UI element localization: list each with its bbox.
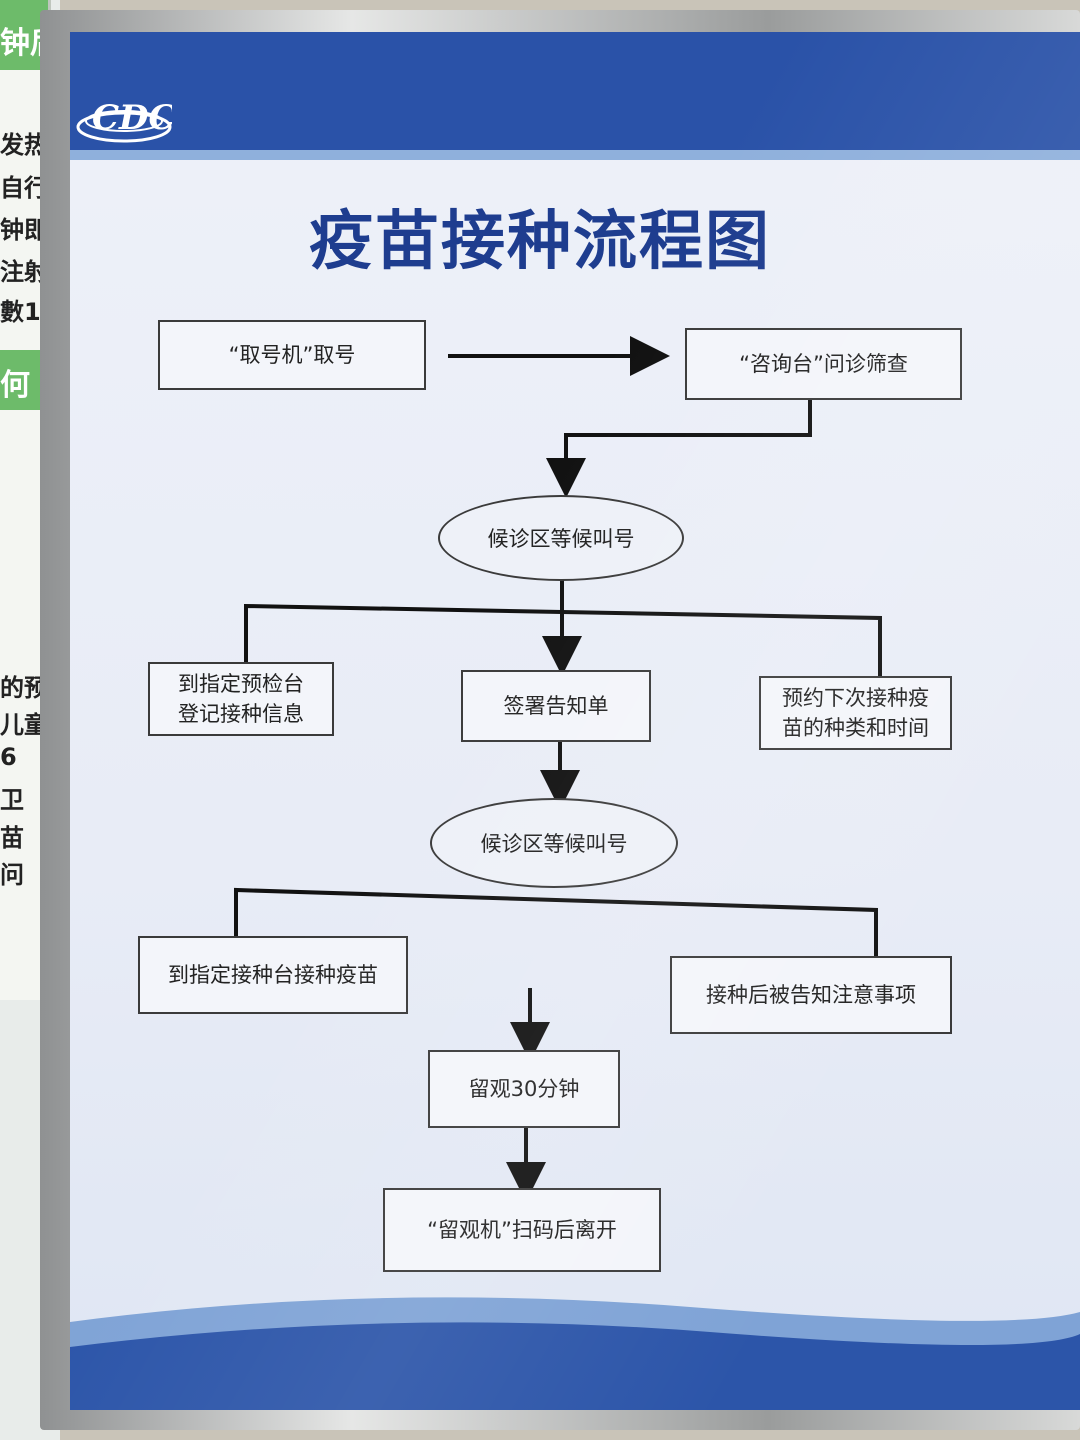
step-consult: “咨询台”问诊筛查 [685, 328, 962, 400]
side-poster-text: 发热 [0, 131, 44, 159]
side-poster-text: 儿童 [0, 711, 44, 739]
footer-wave [70, 1297, 1080, 1410]
side-poster-text: 钟即 [0, 216, 44, 244]
poster-header-band [70, 32, 1080, 150]
step-vaccinate: 到指定接种台接种疫苗 [138, 936, 408, 1014]
side-poster-text: 的预 [0, 674, 44, 702]
branch-line-1 [244, 603, 882, 680]
side-poster-text: 何 [0, 368, 30, 403]
step-observe: 留观30分钟 [428, 1050, 620, 1128]
side-poster-text: 注射 [0, 258, 44, 286]
cdc-logo: CDC [76, 98, 172, 143]
branch-line-2 [234, 887, 878, 958]
step-appointment: 预约下次接种疫 苗的种类和时间 [759, 676, 952, 750]
logo-letters: CDC [92, 98, 172, 138]
side-poster-text: 问 [0, 861, 24, 889]
side-poster-text: 6 [0, 743, 17, 771]
side-poster-text: 苗 [0, 824, 24, 852]
step-register: 到指定预检台 登记接种信息 [148, 662, 334, 736]
step-notice: 接种后被告知注意事项 [670, 956, 952, 1034]
arrow-consult-to-wait [546, 400, 812, 498]
step-sign: 签署告知单 [461, 670, 651, 742]
side-poster-text: 數1 [0, 298, 41, 326]
step-wait-1: 候诊区等候叫号 [438, 495, 684, 581]
step-wait-2: 候诊区等候叫号 [430, 798, 678, 888]
side-poster-text: 卫 [0, 786, 24, 814]
side-poster-text: 自行 [0, 174, 44, 202]
page-title: 疫苗接种流程图 [309, 205, 771, 279]
step-leave: “留观机”扫码后离开 [383, 1188, 661, 1272]
side-poster-text: 钟后 [0, 26, 44, 61]
step-take-number: “取号机”取号 [158, 320, 426, 390]
poster-header-stripe [70, 150, 1080, 160]
